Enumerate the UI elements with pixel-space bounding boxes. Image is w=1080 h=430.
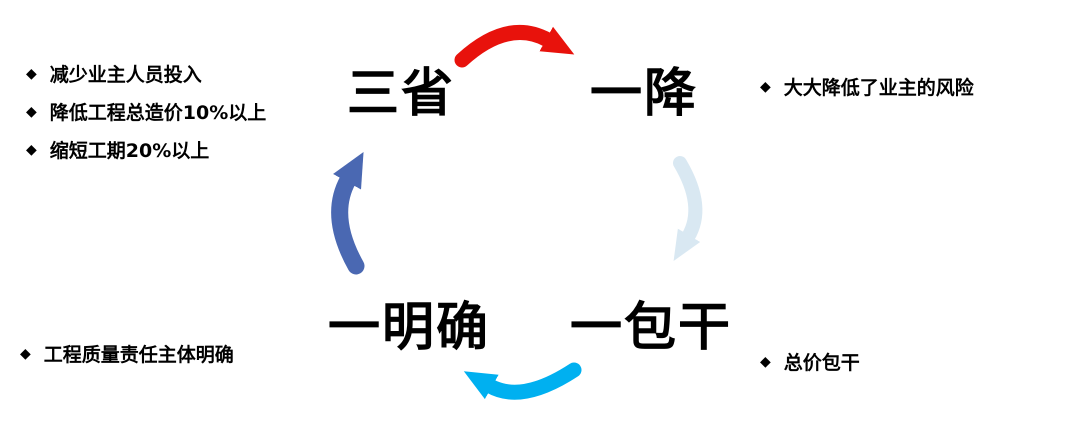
bullet-text: 总价包干 <box>783 352 860 374</box>
arrow-shaft-bottom <box>463 362 582 400</box>
diamond-bullet-icon: ◆ <box>20 345 31 362</box>
list-item: ◆ 减少业主人员投入 <box>26 60 266 87</box>
node-yimingque: 一明确 <box>328 298 491 358</box>
node-yijiang: 一降 <box>590 64 699 124</box>
curved-arrow-top-icon <box>454 24 575 68</box>
diamond-bullet-icon: ◆ <box>760 78 771 95</box>
bullet-group-bottom-left: ◆ 工程质量责任主体明确 <box>20 340 234 367</box>
diamond-bullet-icon: ◆ <box>760 353 771 370</box>
list-item: ◆ 缩短工期20%以上 <box>26 136 266 163</box>
diamond-bullet-icon: ◆ <box>26 141 37 158</box>
node-sansheng: 三省 <box>347 64 456 124</box>
diamond-bullet-icon: ◆ <box>26 103 37 120</box>
bullet-text: 工程质量责任主体明确 <box>43 344 234 366</box>
bullet-group-top-left: ◆ 减少业主人员投入 ◆ 降低工程总造价10%以上 ◆ 缩短工期20%以上 <box>26 60 266 163</box>
curved-arrow-right-icon <box>673 156 703 262</box>
arrow-shaft-top <box>454 24 575 68</box>
bullet-text: 降低工程总造价10%以上 <box>49 102 267 124</box>
diamond-bullet-icon: ◆ <box>26 65 37 82</box>
bullet-text: 缩短工期20%以上 <box>49 140 210 162</box>
arrow-shaft-left <box>331 152 365 275</box>
node-yibaogan: 一包干 <box>570 298 733 358</box>
list-item: ◆ 降低工程总造价10%以上 <box>26 98 266 125</box>
list-item: ◆ 大大降低了业主的风险 <box>760 73 974 100</box>
arrow-shaft-right <box>673 156 703 262</box>
bullet-group-bottom-right: ◆ 总价包干 <box>760 348 860 375</box>
bullet-text: 大大降低了业主的风险 <box>783 77 974 99</box>
curved-arrow-left-icon <box>331 152 365 275</box>
list-item: ◆ 总价包干 <box>760 348 860 375</box>
bullet-text: 减少业主人员投入 <box>49 64 202 86</box>
bullet-group-top-right: ◆ 大大降低了业主的风险 <box>760 73 974 100</box>
curved-arrow-bottom-icon <box>463 362 582 400</box>
list-item: ◆ 工程质量责任主体明确 <box>20 340 234 367</box>
